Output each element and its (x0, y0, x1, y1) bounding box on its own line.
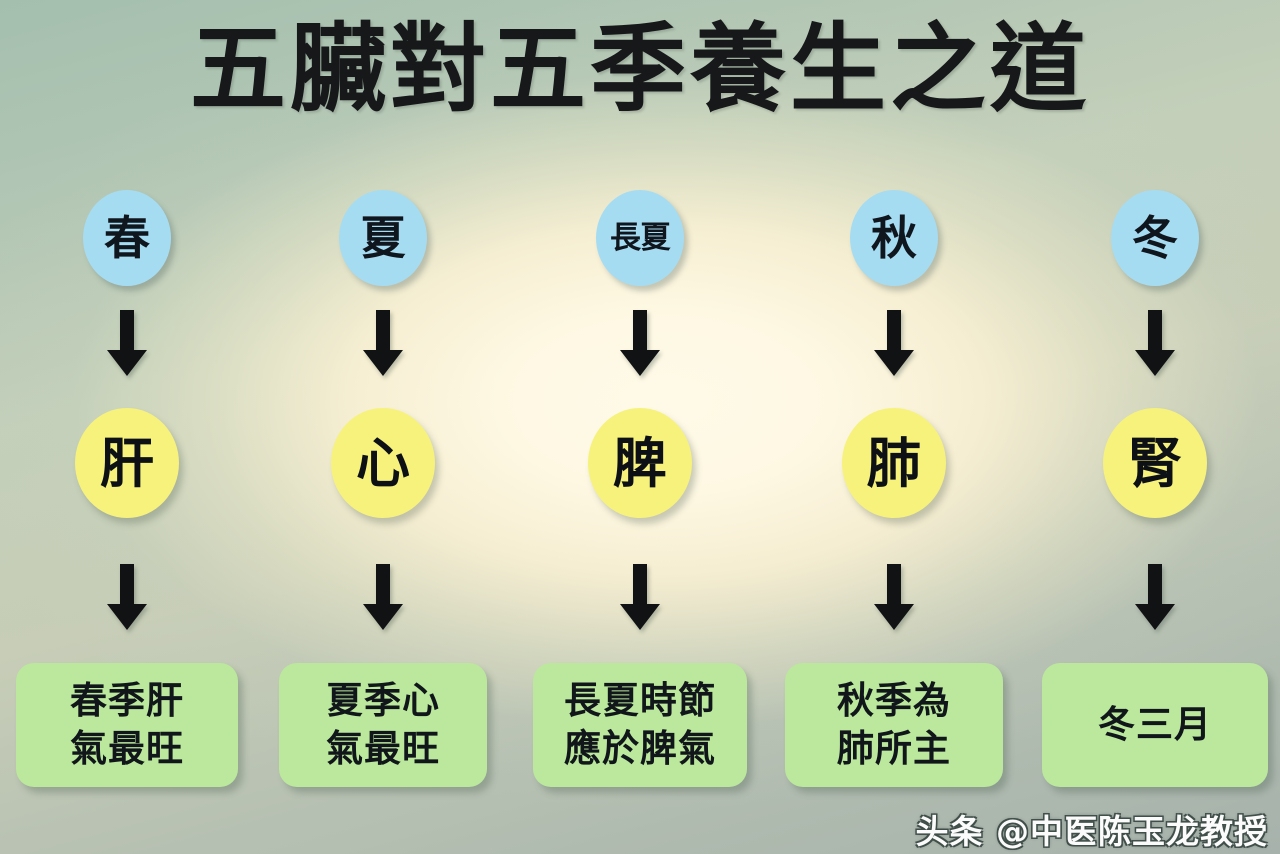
title-container: 五臟對五季養生之道 (0, 13, 1280, 125)
season-circle-2[interactable]: 長夏 (596, 190, 684, 286)
arrow-cell-top-4 (1134, 310, 1176, 376)
organ-circle-1[interactable]: 心 (331, 408, 435, 518)
arrow-down-icon (1135, 310, 1175, 376)
arrow-down-icon (620, 310, 660, 376)
season-cell-3: 秋 (850, 190, 938, 286)
organ-cell-1: 心 (331, 408, 435, 518)
organ-cell-4: 腎 (1103, 408, 1207, 518)
season-circle-1[interactable]: 夏 (339, 190, 427, 286)
season-circle-3[interactable]: 秋 (850, 190, 938, 286)
arrow-cell-top-0 (106, 310, 148, 376)
note-box-2[interactable]: 長夏時節應於脾氣 (533, 663, 747, 787)
note-line: 應於脾氣 (564, 726, 716, 770)
note-cell-0: 春季肝氣最旺 (16, 663, 238, 787)
note-cell-3: 秋季為肺所主 (785, 663, 1003, 787)
season-cell-2: 長夏 (596, 190, 684, 286)
arrow-down-icon (363, 310, 403, 376)
note-line: 氣最旺 (70, 726, 184, 770)
season-circle-0[interactable]: 春 (83, 190, 171, 286)
organ-label: 肝 (100, 431, 154, 495)
arrow-cell-bottom-3 (873, 564, 915, 630)
note-cell-2: 長夏時節應於脾氣 (533, 663, 747, 787)
arrow-down-icon (874, 564, 914, 630)
arrow-down-icon (107, 310, 147, 376)
page-title: 五臟對五季養生之道 (190, 13, 1090, 125)
note-line: 冬三月 (1098, 701, 1212, 746)
organ-cell-0: 肝 (75, 408, 179, 518)
note-box-1[interactable]: 夏季心氣最旺 (279, 663, 487, 787)
organ-label: 脾 (613, 431, 667, 495)
season-cell-4: 冬 (1111, 190, 1199, 286)
note-line: 春季肝 (70, 677, 184, 722)
note-line: 長夏時節 (564, 677, 716, 722)
organ-circle-2[interactable]: 脾 (588, 408, 692, 518)
note-line: 秋季為 (837, 677, 951, 722)
organ-label: 心 (356, 431, 410, 495)
arrow-cell-top-2 (619, 310, 661, 376)
season-cell-0: 春 (83, 190, 171, 286)
note-cell-4: 冬三月 (1042, 663, 1268, 787)
note-line: 氣最旺 (326, 726, 440, 770)
note-box-3[interactable]: 秋季為肺所主 (785, 663, 1003, 787)
season-label: 冬 (1132, 211, 1178, 265)
season-label: 春 (104, 211, 150, 265)
arrow-cell-bottom-2 (619, 564, 661, 630)
season-label: 長夏 (610, 219, 671, 256)
season-cell-1: 夏 (339, 190, 427, 286)
season-circle-4[interactable]: 冬 (1111, 190, 1199, 286)
organ-label: 肺 (867, 431, 921, 495)
arrow-down-icon (107, 564, 147, 630)
arrow-cell-bottom-1 (362, 564, 404, 630)
organ-cell-3: 肺 (842, 408, 946, 518)
arrow-cell-top-1 (362, 310, 404, 376)
watermark: 头条 @中医陈玉龙教授 (915, 812, 1268, 851)
note-cell-1: 夏季心氣最旺 (279, 663, 487, 787)
note-line: 肺所主 (837, 726, 951, 770)
season-label: 夏 (360, 211, 406, 265)
note-box-0[interactable]: 春季肝氣最旺 (16, 663, 238, 787)
organ-circle-4[interactable]: 腎 (1103, 408, 1207, 518)
arrow-cell-top-3 (873, 310, 915, 376)
organ-cell-2: 脾 (588, 408, 692, 518)
organ-circle-0[interactable]: 肝 (75, 408, 179, 518)
organ-circle-3[interactable]: 肺 (842, 408, 946, 518)
arrow-down-icon (1135, 564, 1175, 630)
season-label: 秋 (871, 211, 917, 265)
arrow-down-icon (620, 564, 660, 630)
note-box-4[interactable]: 冬三月 (1042, 663, 1268, 787)
organ-label: 腎 (1128, 431, 1182, 495)
arrow-down-icon (874, 310, 914, 376)
note-line: 夏季心 (326, 677, 440, 722)
arrow-down-icon (363, 564, 403, 630)
arrow-cell-bottom-0 (106, 564, 148, 630)
arrow-cell-bottom-4 (1134, 564, 1176, 630)
